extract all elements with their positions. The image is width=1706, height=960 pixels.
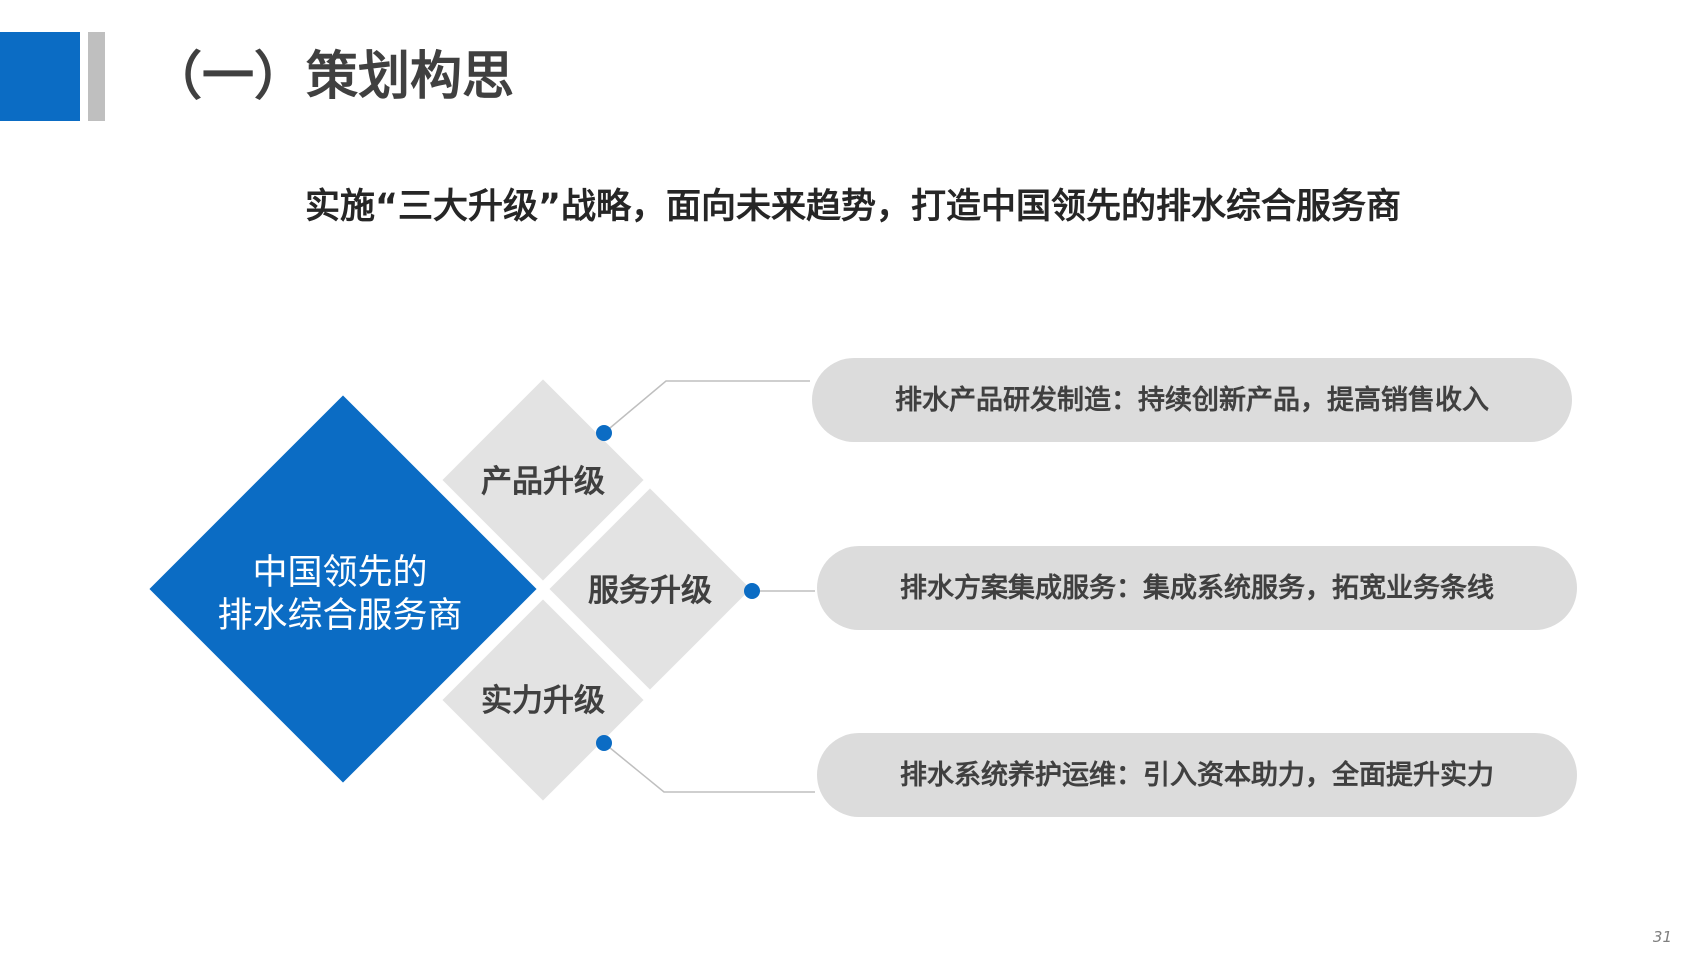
connector-line-strength <box>603 742 815 793</box>
tile-label-product: 产品升级 <box>481 464 605 500</box>
page-number: 31 <box>1652 928 1672 946</box>
connector-dot-service <box>744 583 760 599</box>
detail-pill-service <box>817 546 1577 630</box>
detail-text-service: 排水方案集成服务：集成系统服务，拓宽业务条线 <box>900 572 1494 604</box>
connector-dot-product <box>596 425 612 441</box>
detail-pill-strength <box>817 733 1577 817</box>
tile-product-upgrade <box>439 376 647 584</box>
core-label-line2: 排水综合服务商 <box>217 596 462 636</box>
title-accent-bar <box>88 32 105 121</box>
title-accent-block <box>0 32 80 121</box>
detail-text-strength: 排水系统养护运维：引入资本助力，全面提升实力 <box>900 759 1494 791</box>
tile-service-upgrade <box>546 485 754 693</box>
detail-text-product: 排水产品研发制造：持续创新产品，提高销售收入 <box>895 384 1489 416</box>
tile-label-service: 服务升级 <box>588 573 712 609</box>
tile-strength-upgrade <box>439 596 647 804</box>
connector-dot-strength <box>596 735 612 751</box>
detail-pill-product <box>812 358 1572 442</box>
connector-line-product <box>603 380 810 434</box>
page-title: （一）策划构思 <box>150 47 515 107</box>
core-label-line1: 中国领先的 <box>252 553 427 593</box>
page-subtitle: 实施“三大升级”战略，面向未来趋势，打造中国领先的排水综合服务商 <box>304 187 1401 227</box>
core-diamond <box>146 392 540 786</box>
tile-label-strength: 实力升级 <box>481 683 605 719</box>
